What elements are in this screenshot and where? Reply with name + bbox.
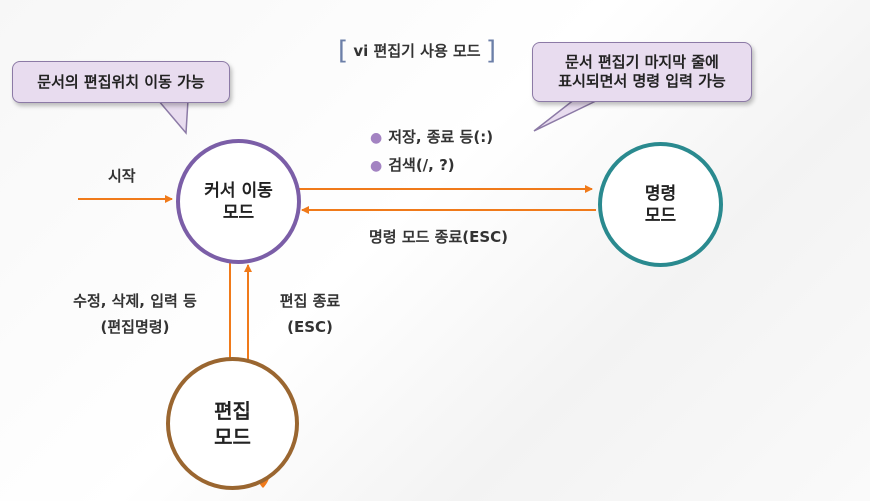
title-text: vi 편집기 사용 모드 bbox=[353, 42, 481, 60]
start-label: 시작 bbox=[108, 167, 136, 185]
cursor-node-line-1: 커서 이동 bbox=[204, 180, 273, 201]
callout-command-description: 문서 편집기 마지막 줄에 표시되면서 명령 입력 가능 bbox=[532, 42, 752, 102]
bullet-dot: ● bbox=[370, 130, 383, 146]
edit-exit-label: 편집 종료 (ESC) bbox=[279, 292, 341, 336]
bullet-dot: ● bbox=[370, 158, 383, 174]
callout-left-tail bbox=[156, 99, 189, 135]
command-node-line-1: 명령 bbox=[644, 183, 677, 204]
edit-mode-node: 편집 모드 bbox=[166, 357, 299, 490]
command-exit-label: 명령 모드 종료(ESC) bbox=[369, 228, 509, 246]
cursor-node-line-2: 모드 bbox=[222, 202, 255, 223]
cursor-move-mode-node: 커서 이동 모드 bbox=[176, 139, 301, 264]
edit-node-line-2: 모드 bbox=[214, 424, 251, 449]
diagram-title: [ vi 편집기 사용 모드 ] bbox=[338, 36, 496, 66]
command-node-line-2: 모드 bbox=[644, 205, 677, 226]
edit-enter-label: 수정, 삭제, 입력 등 (편집명령) bbox=[73, 292, 197, 336]
callout-right-line-2: 표시되면서 명령 입력 가능 bbox=[558, 72, 726, 90]
callout-cursor-description: 문서의 편집위치 이동 가능 bbox=[12, 61, 230, 103]
command-mode-node: 명령 모드 bbox=[598, 142, 723, 267]
callout-left-text: 문서의 편집위치 이동 가능 bbox=[37, 72, 205, 91]
title-bracket-left: [ bbox=[338, 36, 349, 66]
edit-node-line-1: 편집 bbox=[214, 398, 251, 423]
bullet-search: ●검색(/, ?) bbox=[370, 156, 455, 174]
title-bracket-right: ] bbox=[485, 36, 496, 66]
callout-right-line-1: 문서 편집기 마지막 줄에 bbox=[565, 53, 719, 71]
bullet-save-quit: ●저장, 종료 등(:) bbox=[370, 128, 494, 146]
callout-right-tail bbox=[533, 98, 601, 132]
